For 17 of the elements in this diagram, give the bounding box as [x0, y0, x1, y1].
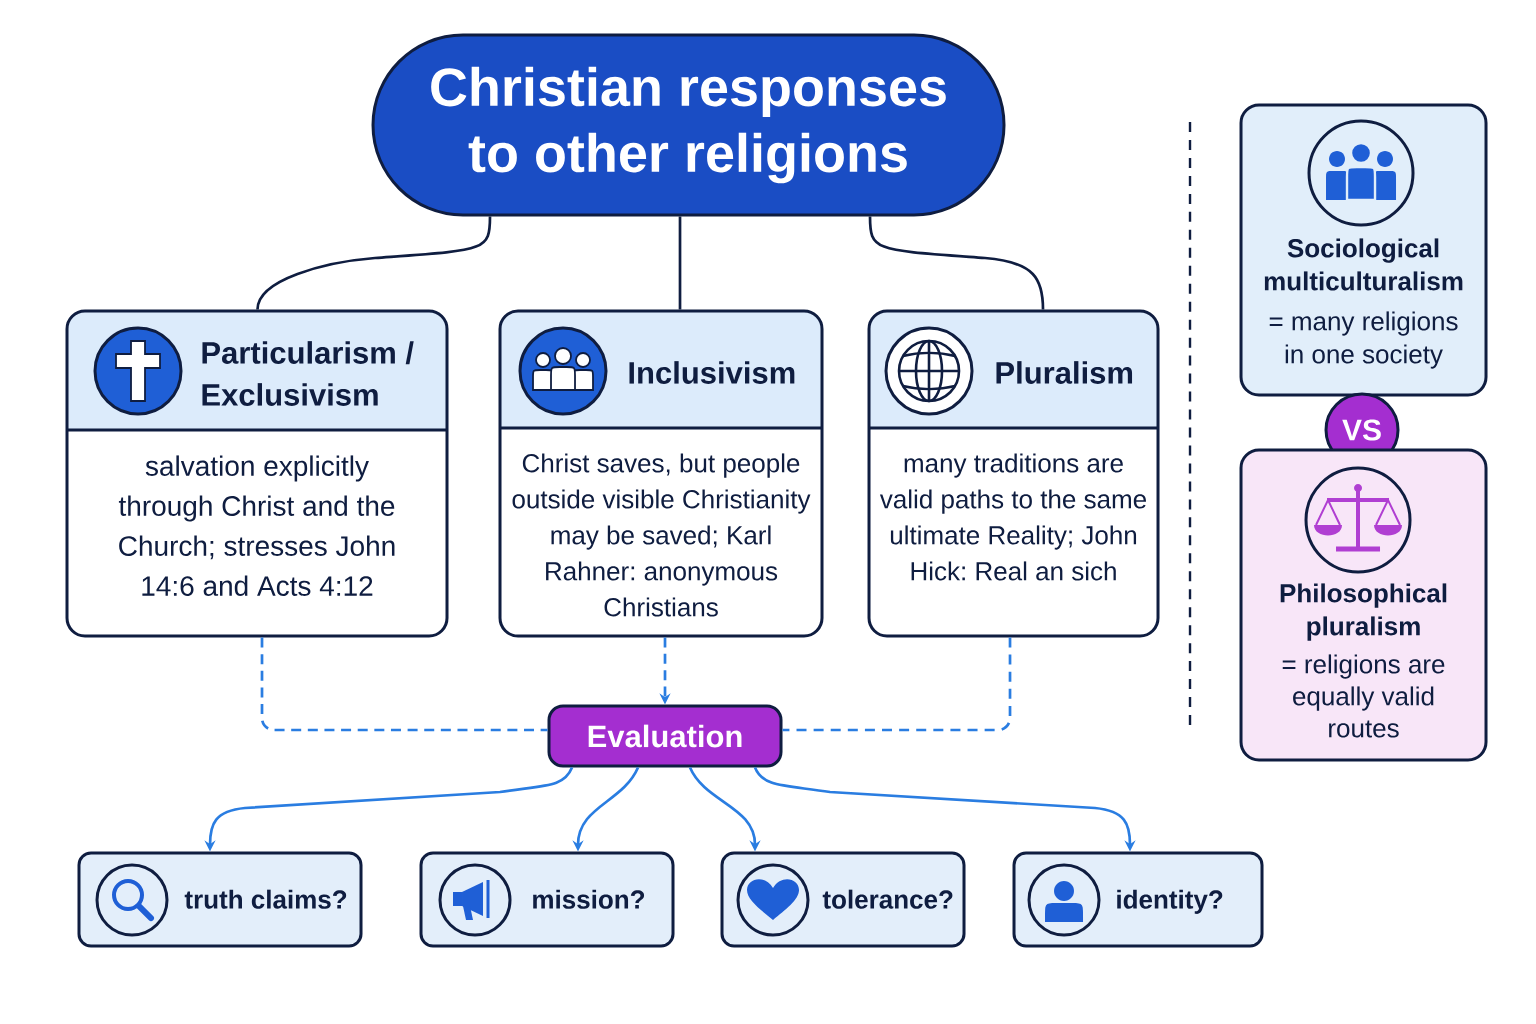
panel-text: = religions are equally valid routes: [1282, 654, 1445, 738]
card-heading: Inclusivism: [629, 361, 795, 384]
connector-line: [868, 216, 1045, 310]
card-text: Christ saves, but people outside visible Christianity may be saved; Karl Rahner: anonymous Christians: [512, 453, 811, 617]
panel-heading: Philosophical pluralism: [1280, 583, 1447, 641]
pill-box: Evaluation: [547, 704, 783, 768]
connector-line: [256, 216, 492, 310]
card-text: many traditions are valid paths to the same ultimate Reality; John Hick: Real an sich: [879, 453, 1146, 581]
dashed-connector-line: [260, 637, 548, 732]
connector-line: [678, 216, 682, 310]
card-text: salvation explicitly through Christ and the Church; stresses John 14:6 and Acts 4:12: [118, 455, 395, 596]
title-pill: Christian responses to other religions: [371, 33, 1006, 217]
card-heading: Particularism / Exclusivism: [202, 341, 414, 406]
panel-heading: Sociological multiculturalism: [1264, 238, 1463, 291]
card-heading: Pluralism: [996, 361, 1133, 384]
panel-text: = many religions in one society: [1269, 311, 1458, 369]
dashed-connector-line: [782, 637, 1012, 732]
